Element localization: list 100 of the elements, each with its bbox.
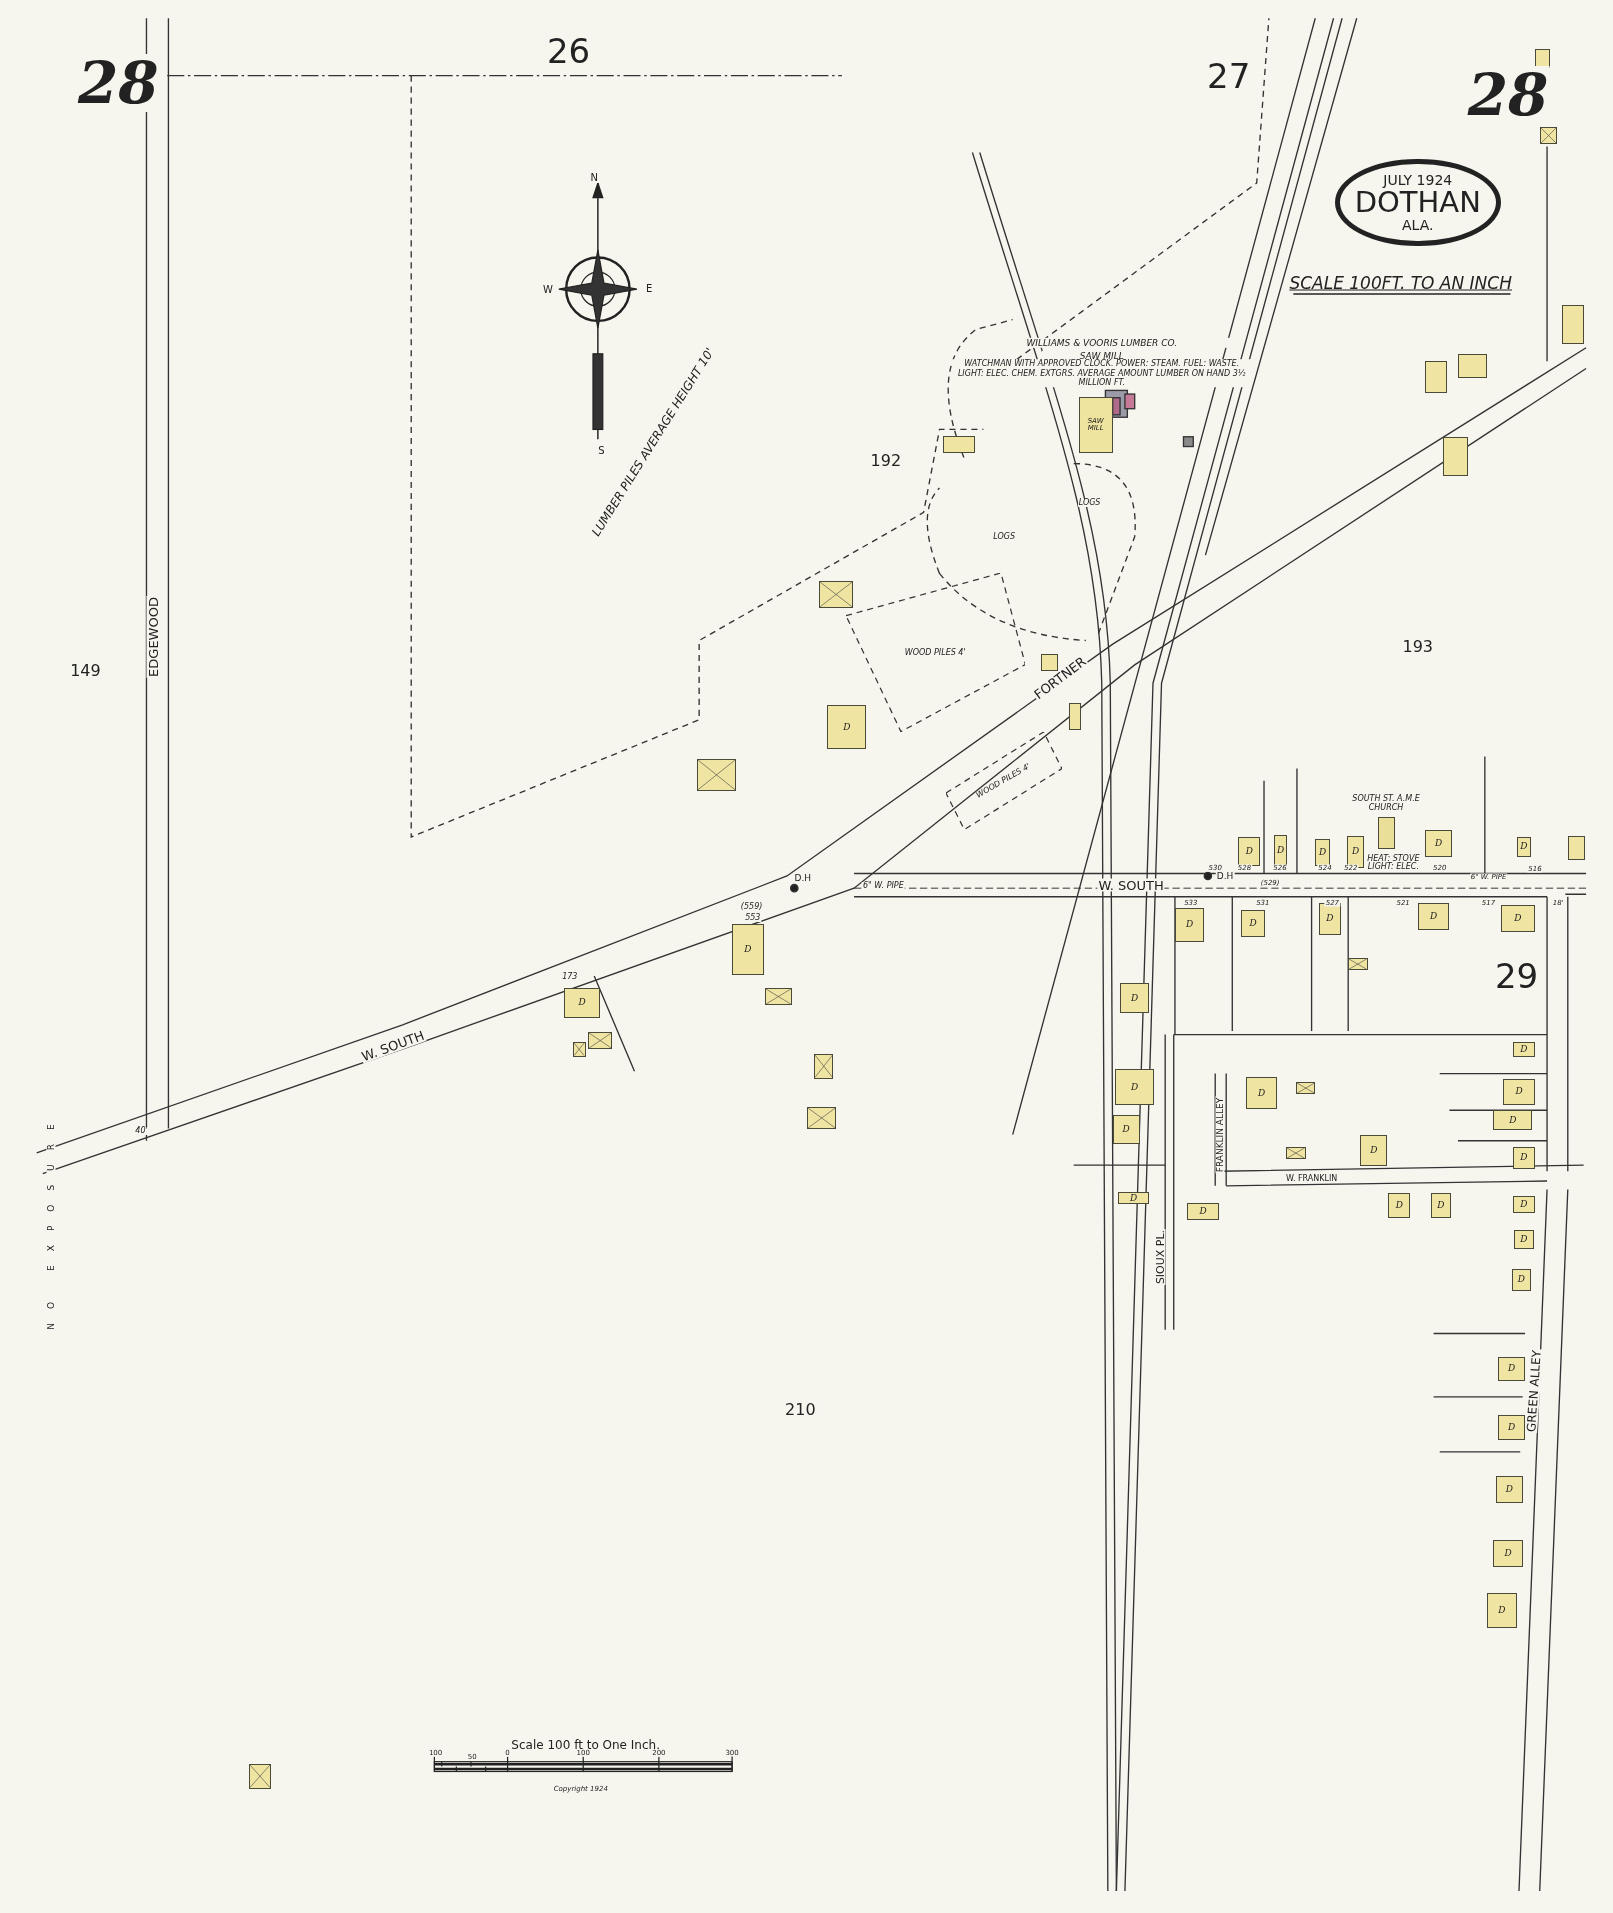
occupancy-letter: D [1131, 993, 1139, 1003]
building-footprint [1561, 305, 1584, 345]
occupancy-letter: D [1129, 1193, 1138, 1203]
map-label: 6" W. PIPE [862, 881, 905, 890]
map-label: W [541, 285, 554, 296]
dwelling-footprint [1512, 1195, 1535, 1213]
shed-footprint [588, 1032, 613, 1050]
dwelling-footprint [1388, 1193, 1411, 1218]
dwelling-footprint [1498, 1356, 1526, 1382]
occupancy-letter: D [744, 944, 752, 954]
building-footprint [943, 435, 975, 453]
dwelling-footprint [1120, 983, 1150, 1013]
dwelling-footprint [563, 988, 601, 1018]
occupancy-letter: D [1370, 1146, 1378, 1156]
dwelling-footprint [1112, 1115, 1140, 1145]
area-label: WOOD PILES 4' [904, 648, 966, 657]
dwelling-footprint [1516, 837, 1532, 857]
occupancy-letter: D [1520, 1199, 1528, 1209]
occupancy-letter: D [1434, 838, 1443, 848]
map-label: 193 [1401, 638, 1435, 655]
occupancy-letter: D [1515, 1087, 1523, 1097]
dwelling-footprint [1512, 1041, 1535, 1057]
map-label: SIOUX PL. [1154, 1228, 1166, 1285]
dwelling-footprint [1498, 1415, 1526, 1440]
occupancy-letter: D [1508, 1364, 1516, 1374]
title-cartouche [1334, 158, 1501, 247]
map-label: D.H [1215, 871, 1235, 881]
mill-building [1078, 396, 1113, 453]
map-label: LOGS [1077, 498, 1102, 507]
dwelling-footprint [1417, 902, 1450, 930]
dwelling-footprint [1245, 1077, 1278, 1110]
shed-footprint [1286, 1146, 1306, 1160]
shed-footprint [1539, 126, 1557, 144]
occupancy-letter: D [1319, 848, 1327, 858]
cartouche-text: DOTHAN [1354, 187, 1481, 218]
dwelling-footprint [1174, 907, 1205, 942]
wood-pile-area [845, 573, 1025, 733]
occupancy-letter: D [1258, 1088, 1266, 1098]
occupancy-letter: D [1517, 1275, 1526, 1285]
map-label: W. SOUTH [1097, 878, 1165, 892]
map-label: EDGEWOOD [146, 595, 159, 678]
dwelling-footprint [1512, 1146, 1535, 1169]
occupancy-letter: D [843, 722, 851, 732]
map-label: HEAT: STOVE LIGHT: ELEC. [1365, 854, 1422, 871]
dwelling-footprint [1360, 1134, 1388, 1167]
occupancy-letter: D [1520, 1153, 1528, 1163]
shed-footprint [818, 580, 853, 608]
map-label: N [589, 173, 599, 184]
dwelling-footprint [1493, 1539, 1523, 1567]
building-footprint [1068, 702, 1081, 730]
map-label: E [644, 284, 654, 295]
dwelling-footprint [1514, 1229, 1534, 1250]
occupancy-letter: D [1245, 847, 1253, 857]
building-footprint [1425, 361, 1448, 393]
occupancy-letter: D [1276, 845, 1285, 855]
cartouche-text: ALA. [1402, 217, 1434, 233]
map-label: 173 [561, 973, 579, 982]
dwelling-footprint [1318, 902, 1341, 935]
occupancy-letter: D [1520, 1044, 1528, 1054]
dwelling-footprint [1431, 1193, 1451, 1218]
wood-pile-area [945, 732, 1062, 830]
occupancy-letter: D [1520, 842, 1528, 852]
dwelling-footprint [1493, 1110, 1533, 1130]
building-footprint [1567, 835, 1585, 861]
dwelling-footprint [1495, 1476, 1523, 1504]
occupancy-letter: D [1351, 847, 1360, 857]
dwelling-footprint [1511, 1268, 1532, 1291]
shed-footprint [1295, 1082, 1316, 1095]
church-footprint [1377, 817, 1395, 850]
dwelling-footprint [1240, 910, 1266, 938]
occupancy-letter: D [1437, 1200, 1445, 1210]
occupancy-letter: D [1520, 1235, 1528, 1245]
occupancy-letter: D [1430, 911, 1438, 921]
dwelling-footprint [1487, 1593, 1517, 1628]
dwelling-footprint [1315, 839, 1330, 867]
map-label: FRANKLIN ALLEY [1215, 1096, 1225, 1173]
map-label: Scale 100 ft to One Inch. [510, 1738, 661, 1751]
map-label: S [597, 446, 606, 457]
shed-footprint [248, 1764, 271, 1789]
map-label: W. FRANKLIN [1284, 1174, 1339, 1183]
shed-footprint [1348, 957, 1368, 970]
shed-footprint [813, 1054, 834, 1079]
shed-footprint [806, 1106, 836, 1129]
occupancy-letter: D [1514, 914, 1522, 924]
dwelling-footprint [1115, 1068, 1155, 1106]
map-label: SCALE 100FT. TO AN INCH [1288, 274, 1513, 292]
occupancy-letter: D [1131, 1082, 1139, 1092]
occupancy-letter: D [578, 998, 586, 1008]
sheet-number: 28 [77, 53, 160, 112]
map-label: GREEN ALLEY [1524, 1348, 1543, 1434]
map-label: (559) [739, 902, 764, 911]
map-label: 40' [134, 1127, 149, 1136]
occupancy-letter: D [1509, 1115, 1517, 1125]
occupancy-letter: D [1122, 1125, 1130, 1135]
dwelling-footprint [1187, 1203, 1219, 1221]
map-label: LOGS [992, 532, 1017, 541]
occupancy-letter: D [1505, 1485, 1513, 1495]
occupancy-letter: D [1186, 920, 1194, 930]
occupancy-letter: D [1249, 919, 1257, 929]
shed-footprint [696, 758, 736, 791]
